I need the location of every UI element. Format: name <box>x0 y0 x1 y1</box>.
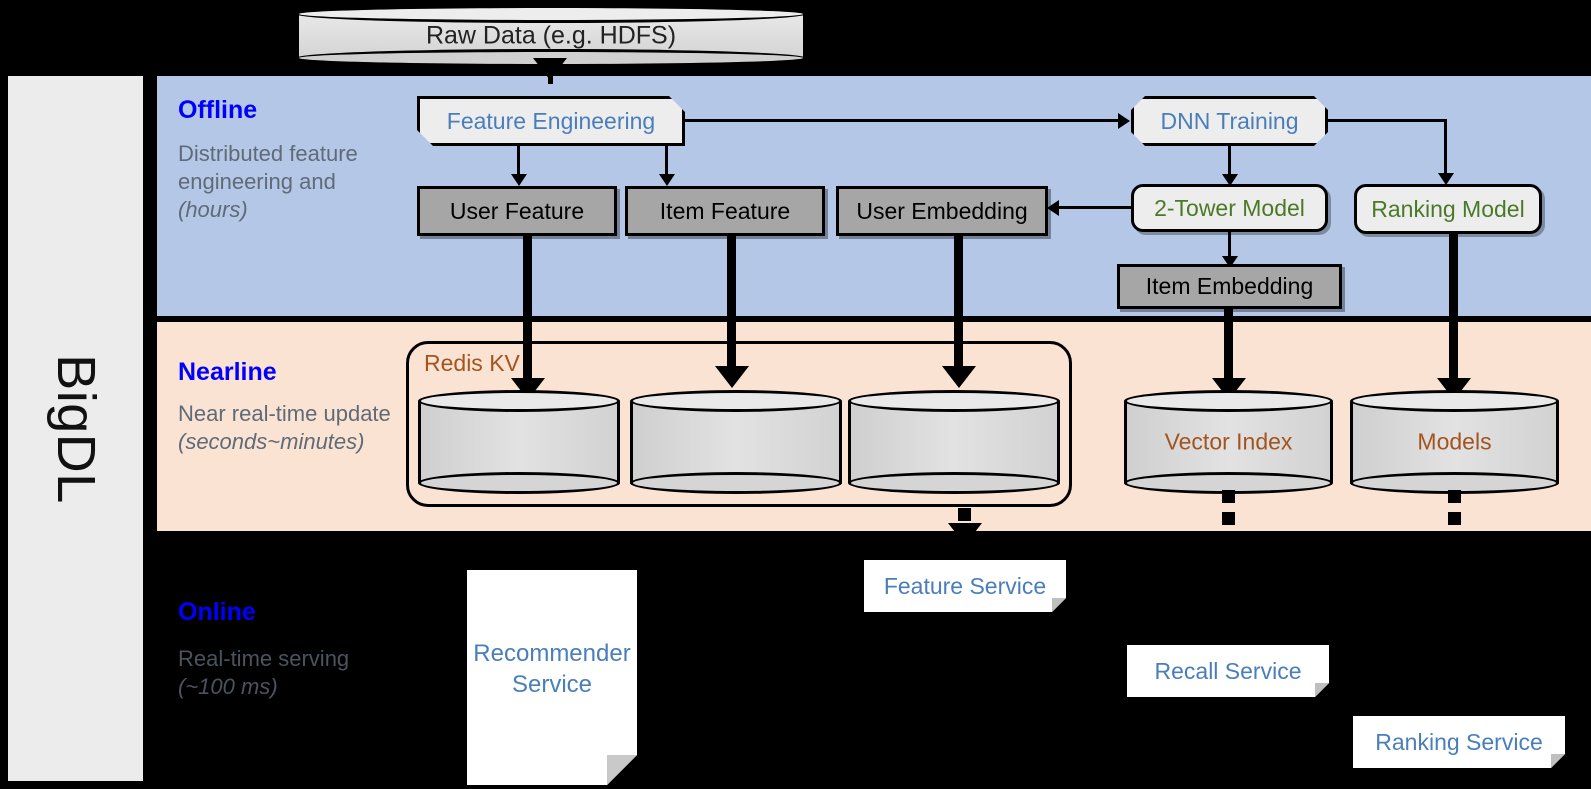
node-recommender-service[interactable]: Recommender Service <box>467 570 637 785</box>
cylinder-top <box>1350 390 1559 412</box>
edge-fe-dnn-arrow <box>1118 113 1130 129</box>
pipe-itemfeature-arrow <box>715 366 749 388</box>
group-redis-kv-label: Redis KV <box>424 350 520 376</box>
online-subtitle-em: (~100 ms) <box>178 674 278 700</box>
recall-service-fold-icon <box>1315 683 1329 697</box>
node-feature-service-label: Feature Service <box>883 572 1047 599</box>
nearline-subtitle-text: Near real-time update <box>178 401 391 426</box>
store-vector-index-label: Vector Index <box>1164 428 1293 455</box>
pipe-userembedding <box>954 236 963 378</box>
pipe-itemembedding <box>1224 309 1233 389</box>
node-ranking-model-label: Ranking Model <box>1371 195 1525 222</box>
node-feature-engineering-label: Feature Engineering <box>446 107 656 134</box>
cylinder-bottom <box>418 472 620 494</box>
edge-dnn-ranking-arrow <box>1438 173 1454 185</box>
online-title: Online <box>178 598 256 626</box>
offline-subtitle-em: (hours) <box>178 197 248 223</box>
nearline-subtitle-em: (seconds~minutes) <box>178 429 365 455</box>
edge-dnn-ranking-h <box>1328 119 1447 122</box>
dash-models-ranking-1 <box>1448 490 1461 503</box>
edge-2tower-userembedding-arrow <box>1047 200 1059 216</box>
edge-fe-itemfeature <box>665 146 668 178</box>
group-redis-kv <box>406 341 1072 507</box>
store-vector-index-cylinder[interactable]: Vector Index <box>1124 390 1333 494</box>
node-item-embedding[interactable]: Item Embedding <box>1117 264 1342 309</box>
edge-dnn-ranking-v <box>1444 119 1447 177</box>
edge-dnn-2tower-arrow <box>1222 174 1238 186</box>
store-user-feature-cylinder[interactable] <box>418 390 620 494</box>
dash-vectorindex-recall-2 <box>1222 512 1235 525</box>
cylinder-top <box>1124 390 1333 412</box>
cylinder-top <box>630 390 842 412</box>
node-item-feature[interactable]: Item Feature <box>625 186 825 236</box>
online-subtitle: Real-time serving (~100 ms) <box>178 645 358 701</box>
nearline-title: Nearline <box>178 358 277 386</box>
pipe-rankingmodel <box>1449 234 1458 389</box>
store-item-feature-cylinder[interactable] <box>630 390 842 494</box>
feature-service-fold-icon <box>1052 598 1066 612</box>
store-models-cylinder[interactable]: Models <box>1350 390 1559 494</box>
node-recall-service[interactable]: Recall Service <box>1127 645 1329 697</box>
node-dnn-training[interactable]: DNN Training <box>1131 96 1328 146</box>
node-feature-engineering[interactable]: Feature Engineering <box>417 96 685 146</box>
node-user-feature[interactable]: User Feature <box>417 186 617 236</box>
offline-subtitle: Distributed feature engineering and (hou… <box>178 140 378 224</box>
node-ranking-service-label: Ranking Service <box>1375 728 1543 755</box>
edge-2tower-userembedding <box>1059 206 1131 209</box>
node-user-feature-label: User Feature <box>449 197 585 224</box>
cylinder-top <box>848 390 1060 412</box>
cylinder-top <box>296 5 806 23</box>
edge-fe-userfeature-arrow <box>511 174 527 186</box>
online-subtitle-text: Real-time serving <box>178 646 350 671</box>
edge-dnn-2tower <box>1228 146 1231 178</box>
recommender-service-fold-icon <box>607 755 637 785</box>
store-models-label: Models <box>1417 428 1492 455</box>
edge-fe-dnn <box>685 119 1118 122</box>
store-user-embedding-cylinder[interactable] <box>848 390 1060 494</box>
cylinder-body <box>418 401 620 483</box>
raw-data-label: Raw Data (e.g. HDFS) <box>425 21 677 50</box>
cylinder-bottom <box>630 472 842 494</box>
node-dnn-training-label: DNN Training <box>1160 107 1299 134</box>
offline-subtitle-text: Distributed feature engineering and <box>178 141 358 195</box>
cylinder-body <box>1124 401 1333 483</box>
dash-redis-featureservice-arrow <box>948 523 982 545</box>
dash-vectorindex-recall-1 <box>1222 490 1235 503</box>
dash-redis-featureservice-1 <box>958 508 971 521</box>
edge-fe-userfeature <box>517 146 520 178</box>
node-ranking-service[interactable]: Ranking Service <box>1353 716 1565 768</box>
raw-data-store: Raw Data (e.g. HDFS) <box>296 5 806 67</box>
node-ranking-model[interactable]: Ranking Model <box>1354 184 1542 234</box>
cylinder-body <box>630 401 842 483</box>
edge-rawdata-fe-arrow <box>533 58 567 80</box>
node-recall-service-label: Recall Service <box>1154 657 1302 684</box>
cylinder-bottom <box>848 472 1060 494</box>
dash-models-ranking-2 <box>1448 512 1461 525</box>
ranking-service-fold-icon <box>1551 754 1565 768</box>
node-user-embedding-label: User Embedding <box>856 197 1028 224</box>
edge-fe-itemfeature-arrow <box>659 174 675 186</box>
node-two-tower-model[interactable]: 2-Tower Model <box>1131 184 1328 232</box>
offline-title: Offline <box>178 96 258 124</box>
pipe-userembedding-arrow <box>942 366 976 388</box>
edge-2tower-itememb <box>1228 232 1231 260</box>
node-two-tower-model-label: 2-Tower Model <box>1154 194 1305 221</box>
pipe-itemfeature <box>727 236 736 378</box>
node-recommender-service-label: Recommender Service <box>473 639 631 698</box>
cylinder-body <box>1350 401 1559 483</box>
bigdl-rail-label: BigDL <box>45 353 106 504</box>
nearline-subtitle: Near real-time update (seconds~minutes) <box>178 400 406 456</box>
cylinder-top <box>418 390 620 412</box>
node-item-embedding-label: Item Embedding <box>1145 273 1314 299</box>
pipe-userfeature <box>523 236 532 390</box>
bigdl-rail: BigDL <box>8 76 143 781</box>
node-item-feature-label: Item Feature <box>659 197 791 224</box>
cylinder-body <box>848 401 1060 483</box>
node-feature-service[interactable]: Feature Service <box>864 560 1066 612</box>
node-user-embedding[interactable]: User Embedding <box>836 186 1048 236</box>
